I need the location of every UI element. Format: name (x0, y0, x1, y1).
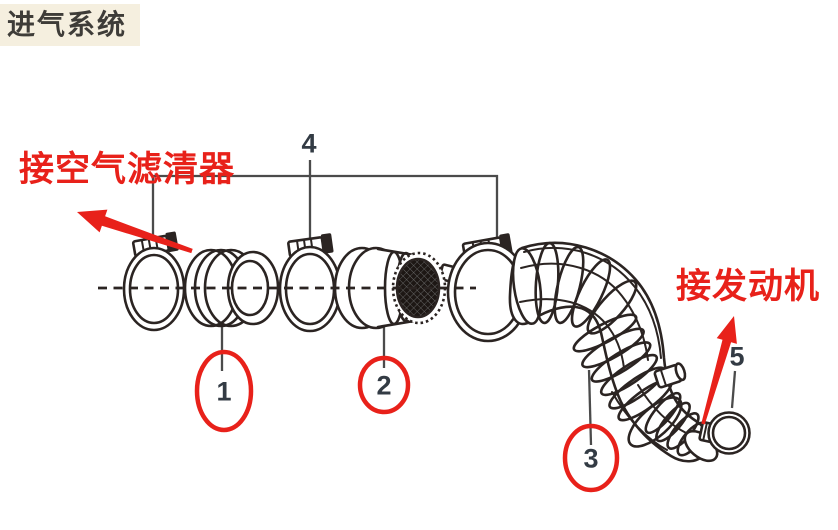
label-to-air-filter: 接空气滤清器 (19, 150, 236, 189)
hose-clamp-middle-drawing (278, 233, 342, 333)
callout-bracket-4 (151, 160, 499, 244)
callout-number-5: 5 (729, 341, 745, 372)
mesh-screen (395, 257, 441, 319)
callout-number-1: 1 (216, 376, 232, 407)
label-to-engine: 接发动机 (676, 267, 821, 306)
arrow-to-engine (701, 316, 737, 425)
red-circle-1 (194, 349, 254, 433)
part-3-elbow-hose-drawing (508, 241, 719, 463)
red-circle-2 (357, 355, 411, 415)
callout-number-4: 4 (301, 128, 317, 159)
page-title-block: 进气系统 (0, 4, 140, 46)
callout-number-2: 2 (376, 370, 392, 401)
leader-line-3 (587, 369, 593, 446)
red-circle-3 (562, 423, 620, 493)
page-title: 进气系统 (7, 8, 128, 41)
part-5-clamp-drawing (698, 411, 751, 455)
leader-line-5 (730, 370, 737, 409)
hose-nipple-fitting (653, 362, 687, 389)
callout-number-3: 3 (583, 443, 599, 474)
arrow-to-air-filter (77, 209, 193, 254)
